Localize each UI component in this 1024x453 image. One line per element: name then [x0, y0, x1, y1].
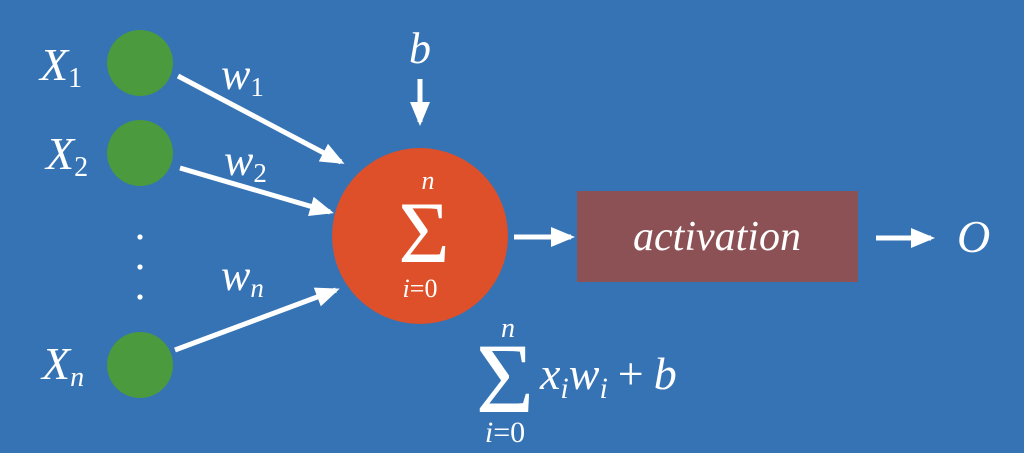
- output-label: O: [957, 211, 990, 262]
- weight-label-n: wn: [221, 251, 264, 303]
- activation-box: [577, 191, 858, 282]
- input-node-1: [107, 30, 173, 96]
- ellipsis-dot: [137, 264, 143, 270]
- formula-x-sub: i: [560, 372, 568, 405]
- input-node-n: [107, 332, 173, 398]
- summation-lower-limit: i=0: [403, 274, 438, 303]
- weight-var: w: [224, 136, 254, 185]
- formula-lower-limit: i=0: [485, 416, 525, 449]
- input-var: X: [38, 39, 70, 90]
- formula-w-sub: i: [599, 372, 607, 405]
- input-sub: 2: [74, 152, 88, 183]
- input-label-2: X2: [44, 128, 88, 183]
- weight-arrow-1: [176, 73, 345, 165]
- weight-arrow-2: [179, 165, 334, 216]
- weight-label-1: w1: [221, 50, 264, 102]
- weight-arrow-n: [174, 287, 340, 353]
- ellipsis-dot: [137, 234, 143, 240]
- formula-b: b: [654, 348, 677, 399]
- weight-sub: n: [250, 273, 264, 303]
- input-var: X: [44, 128, 76, 179]
- formula-sum-symbol: Σ: [476, 323, 534, 434]
- input-sub: 1: [68, 63, 82, 94]
- summation-upper-limit: n: [422, 166, 435, 195]
- formula-plus: +: [618, 348, 644, 399]
- weight-label-2: w2: [224, 136, 267, 188]
- formula-upper-limit: n: [501, 313, 515, 344]
- summation-node: [332, 148, 508, 324]
- formula-expression: xiwi+b: [539, 348, 677, 405]
- bias-label: b: [409, 24, 431, 73]
- input-label-n: Xn: [40, 338, 84, 393]
- formula-start: =0: [493, 416, 525, 449]
- input-sub: n: [70, 362, 84, 393]
- weight-var: w: [221, 251, 251, 300]
- formula-w: w: [569, 348, 600, 399]
- formula-x: x: [539, 348, 561, 399]
- weight-sub: 2: [253, 158, 267, 188]
- activation-label: activation: [633, 214, 801, 260]
- weight-sub: 1: [250, 72, 264, 102]
- summation-index: i: [403, 274, 410, 303]
- summation-symbol: Σ: [398, 185, 449, 282]
- input-node-2: [107, 120, 173, 186]
- weight-var: w: [221, 50, 251, 99]
- formula-index: i: [485, 416, 493, 449]
- input-var: X: [40, 338, 72, 389]
- summation-start: =0: [410, 274, 438, 303]
- input-label-1: X1: [38, 39, 82, 94]
- ellipsis-dot: [137, 294, 143, 300]
